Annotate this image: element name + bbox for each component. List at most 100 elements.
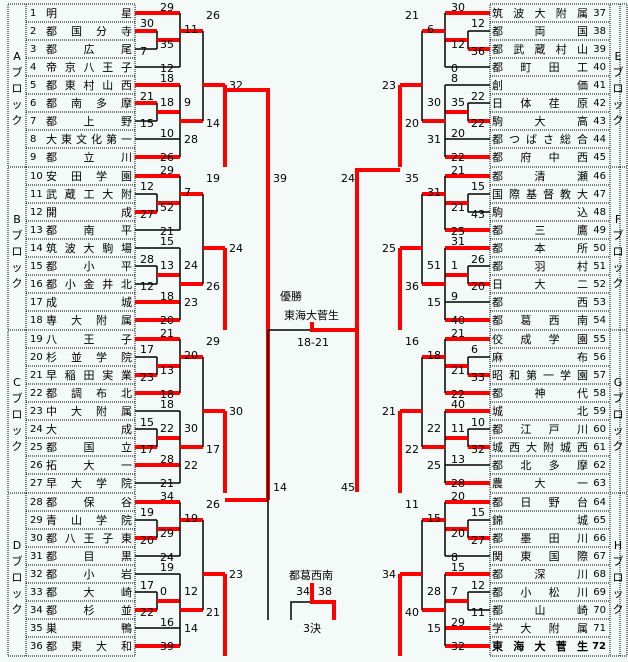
team-number: 50 [593,243,606,254]
team-name: 筑波大駒場 [46,242,132,255]
score-label: 18 [427,349,441,362]
team-number: 63 [593,478,606,489]
team-number: 59 [593,406,606,417]
semi-score-left-top: 39 [273,172,287,185]
score-label: 7 [140,45,147,58]
score-label: 40 [451,314,465,327]
team-number: 41 [593,80,606,91]
team-number: 14 [30,243,43,254]
team-name: 佼成学園 [492,333,588,346]
team-name: 都三鷹 [492,224,588,237]
score-label: 22 [451,388,465,401]
score-label: 22 [427,422,441,435]
team-name: 学大附属 [492,622,588,635]
team-name: 都大崎 [46,586,132,599]
score-label: 28 [427,585,441,598]
score-label: 14 [184,622,198,635]
score-label: 32 [451,640,465,653]
score-label: 21 [160,477,174,490]
score-label: 15 [427,622,441,635]
score-label: 39 [160,640,174,653]
score-label: 28 [140,253,154,266]
team-name: 関東国際 [492,550,588,563]
score-label: 23 [229,568,243,581]
score-label: 51 [427,259,441,272]
team-number: 32 [30,569,43,580]
team-number: 54 [593,315,606,326]
score-label: 9 [451,290,458,303]
team-number: 48 [593,207,606,218]
score-label: 24 [184,259,198,272]
team-number: 51 [593,261,606,272]
team-entry: 42 日体荏原 [492,95,606,112]
team-number: 42 [593,98,606,109]
score-label: 21 [451,364,465,377]
score-label: 21 [160,327,174,340]
block-label: H ブ ロ ッ ク [612,539,624,616]
team-number: 10 [30,171,43,182]
score-label: 18 [160,388,174,401]
team-number: 7 [30,116,37,127]
third-place-score-right: 38 [318,585,332,598]
team-name: 日体荏原 [492,97,588,110]
team-name: 都清瀬 [492,170,588,183]
score-label: 30 [451,1,465,14]
score-label: 22 [471,90,485,103]
score-label: 26 [206,498,220,511]
team-name: 国際基督教大 [492,188,588,201]
team-name: 八王子 [46,333,132,346]
score-label: 7 [184,186,191,199]
team-name: 都本所 [492,242,588,255]
score-label: 30 [140,17,154,30]
team-name: 都小岩 [46,568,132,581]
team-name: 城西大附城西 [492,441,588,454]
team-name: 日大二 [492,278,588,291]
team-number: 39 [593,44,606,55]
team-name: 青山学院 [46,514,132,527]
team-name: 農大一 [492,477,588,490]
score-label: 19 [184,512,198,525]
score-label: 10 [160,127,174,140]
team-name: 安田学園 [46,170,132,183]
score-label: 1 [451,259,458,272]
score-label: 12 [471,17,485,30]
score-label: 35 [451,96,465,109]
team-name: 昭和第一学園 [492,369,588,382]
team-name: 都羽村 [492,260,588,273]
score-label: 35 [405,172,419,185]
score-label: 29 [160,527,174,540]
score-label: 35 [160,38,174,51]
score-label: 17 [206,443,220,456]
team-name: 都小金井北 [46,278,132,291]
score-label: 21 [451,164,465,177]
team-name: 成城 [46,296,132,309]
team-name: 筑波大附属 [492,7,588,20]
team-name: 開成 [46,206,132,219]
block-label: G ブ ロ ッ ク [612,376,624,453]
score-label: 15 [471,180,485,193]
team-name: 都国分寺 [46,25,132,38]
team-entry: 63 農大一 [492,475,606,492]
team-number: 43 [593,116,606,127]
score-label: 13 [160,259,174,272]
score-label: 22 [471,117,485,130]
score-label: 29 [160,1,174,14]
team-number: 26 [30,460,43,471]
team-number: 2 [30,26,37,37]
